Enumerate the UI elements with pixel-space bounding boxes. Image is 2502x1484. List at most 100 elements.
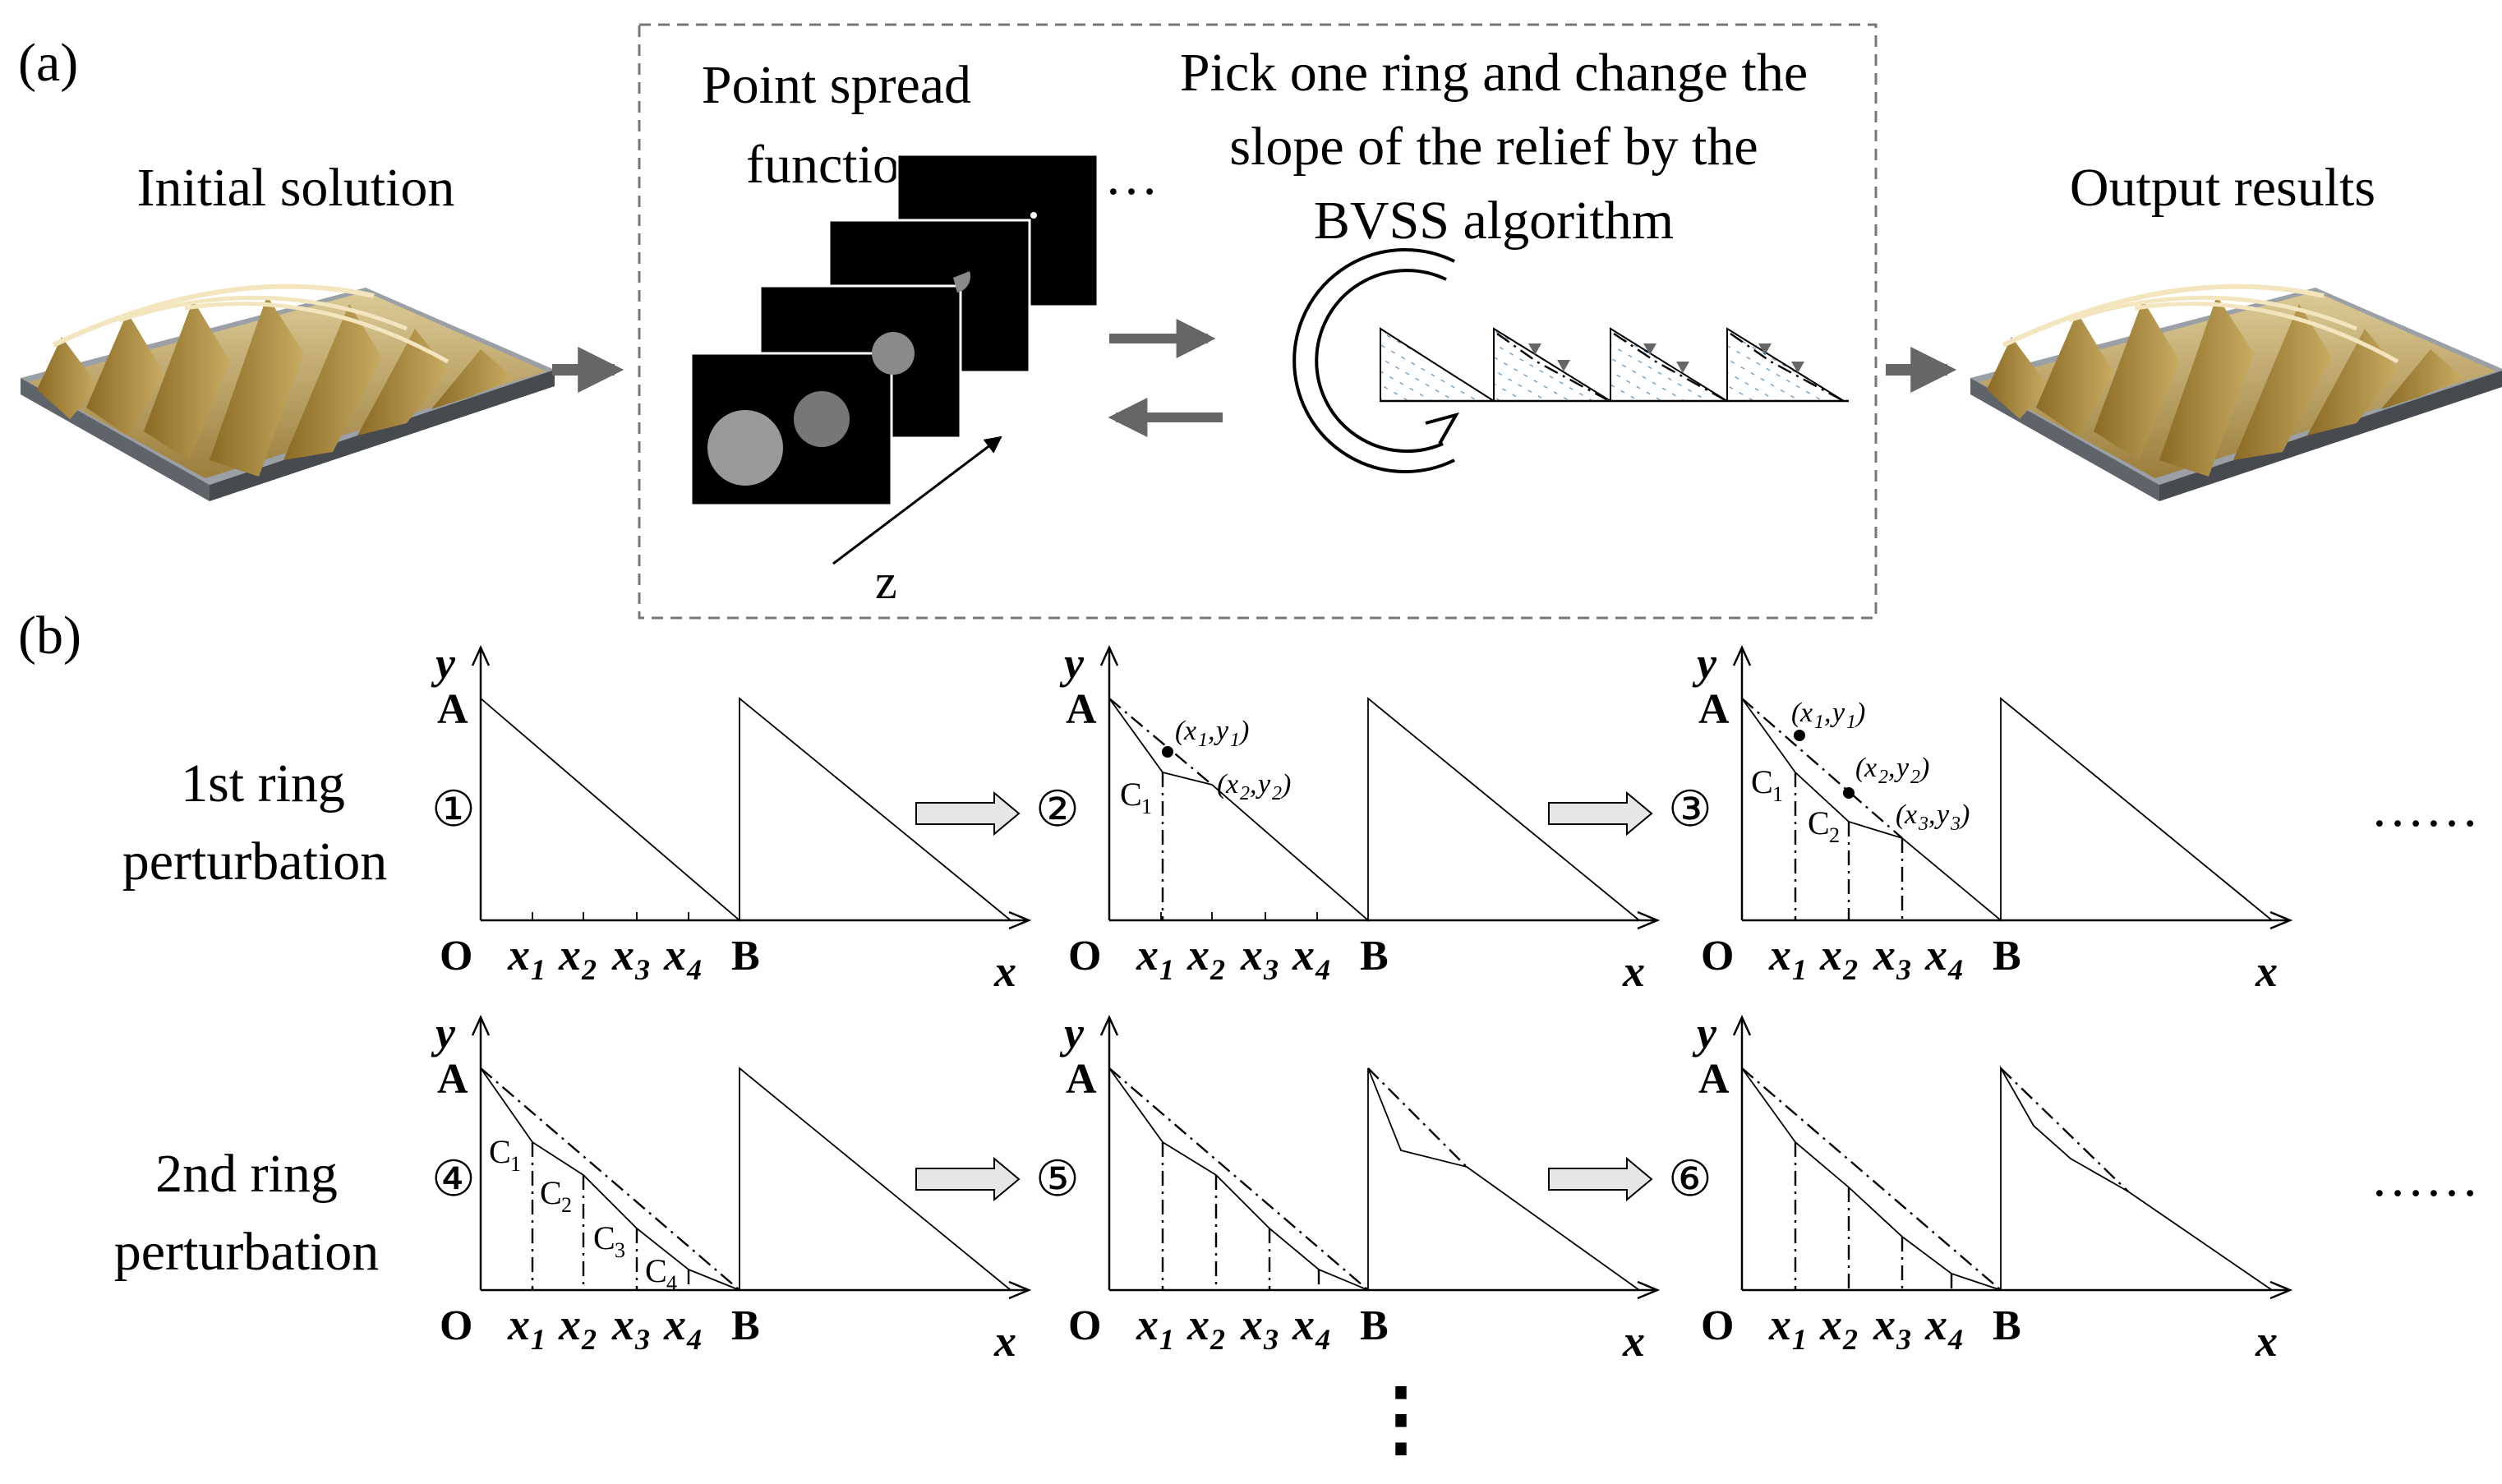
svg-text:4: 4	[1315, 1323, 1330, 1356]
svg-text:2: 2	[1842, 1323, 1858, 1356]
svg-text:x: x	[611, 930, 634, 979]
svg-text:O: O	[1068, 933, 1101, 979]
svg-text:y: y	[1059, 638, 1085, 688]
svg-text:2: 2	[1829, 823, 1840, 847]
svg-text:1: 1	[1814, 712, 1824, 733]
svg-text:y: y	[1692, 1008, 1717, 1058]
svg-text:1: 1	[1792, 953, 1807, 986]
svg-text:4: 4	[1315, 953, 1330, 986]
svg-text:x: x	[1622, 947, 1645, 996]
svg-text:③: ③	[1668, 782, 1712, 836]
optimization-box	[638, 23, 1878, 620]
step-label: ①	[431, 782, 476, 836]
svg-text:): )	[1238, 716, 1249, 746]
svg-text:y: y	[1894, 753, 1910, 783]
svg-text:O: O	[1068, 1302, 1101, 1349]
svg-text:B: B	[1360, 1302, 1389, 1349]
svg-text:3: 3	[1263, 1323, 1279, 1356]
svg-text:3: 3	[1263, 953, 1279, 986]
svg-text:): )	[1919, 753, 1929, 783]
svg-text:B: B	[1993, 933, 2021, 979]
psf-ellipsis: …	[1104, 146, 1159, 206]
svg-text:1: 1	[531, 1323, 546, 1356]
svg-text:(: (	[1175, 716, 1186, 746]
svg-text:②: ②	[1035, 782, 1080, 836]
svg-text:y: y	[1934, 800, 1950, 830]
svg-text:1: 1	[1846, 712, 1856, 733]
svg-text:y: y	[1059, 1008, 1085, 1058]
vertical-ellipsis: ⋮	[1360, 1373, 1442, 1464]
svg-text:x: x	[1799, 698, 1813, 728]
transition-arrow-4	[1548, 1156, 1653, 1202]
svg-text:x: x	[1819, 1300, 1842, 1349]
point-b: B	[731, 933, 760, 979]
output-lens-image	[1970, 287, 2502, 501]
svg-text:3: 3	[615, 1238, 625, 1262]
initial-solution-group: Initial solution	[21, 158, 555, 501]
svg-text:3: 3	[1918, 813, 1928, 835]
svg-text:4: 4	[686, 953, 702, 986]
svg-text:1: 1	[531, 953, 546, 986]
svg-text:x: x	[1225, 769, 1238, 800]
svg-text:2: 2	[1210, 1323, 1225, 1356]
initial-solution-title: Initial solution	[137, 158, 455, 218]
origin: O	[440, 933, 472, 979]
svg-text:x: x	[993, 1316, 1016, 1366]
svg-text:x: x	[1768, 930, 1791, 979]
svg-text:,: ,	[1888, 753, 1896, 783]
svg-text:x: x	[1240, 930, 1263, 979]
svg-text:A: A	[1698, 686, 1730, 733]
svg-text:2: 2	[561, 1193, 572, 1217]
svg-text:x: x	[1768, 1300, 1791, 1349]
output-results-group: Output results	[1970, 158, 2502, 501]
svg-text:4: 4	[686, 1323, 702, 1356]
svg-text:x: x	[1924, 1300, 1947, 1349]
svg-text:x: x	[1136, 1300, 1159, 1349]
svg-text:): )	[1959, 800, 1970, 830]
svg-text:,: ,	[1250, 769, 1257, 800]
bvss-text-line2: slope of the relief by the	[1229, 117, 1758, 177]
svg-text:,: ,	[1208, 716, 1215, 746]
svg-text:x: x	[1873, 930, 1896, 979]
axis-x: x	[993, 947, 1016, 996]
svg-text:x: x	[1240, 1300, 1263, 1349]
svg-text:C: C	[1808, 804, 1830, 841]
svg-text:3: 3	[634, 1323, 650, 1356]
svg-text:1: 1	[1159, 953, 1174, 986]
svg-text:x: x	[1292, 1300, 1315, 1349]
svg-text:C: C	[645, 1252, 667, 1289]
panel-a-label: (a)	[18, 33, 78, 93]
svg-text:x: x	[1924, 930, 1947, 979]
svg-text:x: x	[1183, 716, 1196, 746]
iteration-cycle-icon	[1292, 248, 1460, 473]
svg-text:(: (	[1791, 698, 1803, 728]
svg-text:x: x	[1292, 930, 1315, 979]
svg-text:(: (	[1217, 769, 1228, 800]
svg-text:): )	[1855, 698, 1865, 728]
svg-text:1: 1	[1141, 795, 1152, 818]
row2-label-line2: perturbation	[114, 1222, 380, 1282]
svg-text:(: (	[1896, 800, 1907, 830]
svg-text:y: y	[1256, 769, 1271, 800]
svg-text:A: A	[1066, 686, 1097, 733]
svg-text:C: C	[593, 1219, 615, 1256]
row2-label-line1: 2nd ring	[155, 1144, 338, 1204]
svg-text:x: x	[1186, 1300, 1210, 1349]
svg-text:y: y	[1214, 716, 1229, 746]
svg-text:2: 2	[1240, 783, 1250, 804]
svg-text:4: 4	[666, 1271, 677, 1295]
panel-b-label: (b)	[18, 606, 81, 666]
svg-text:3: 3	[1896, 953, 1911, 986]
svg-text:A: A	[437, 1056, 468, 1103]
svg-text:x: x	[663, 1300, 686, 1349]
svg-text:x: x	[1622, 1316, 1645, 1366]
svg-text:x: x	[507, 1300, 530, 1349]
svg-text:1: 1	[1230, 730, 1240, 751]
svg-text:B: B	[1993, 1302, 2021, 1349]
svg-text:3: 3	[1950, 813, 1961, 835]
